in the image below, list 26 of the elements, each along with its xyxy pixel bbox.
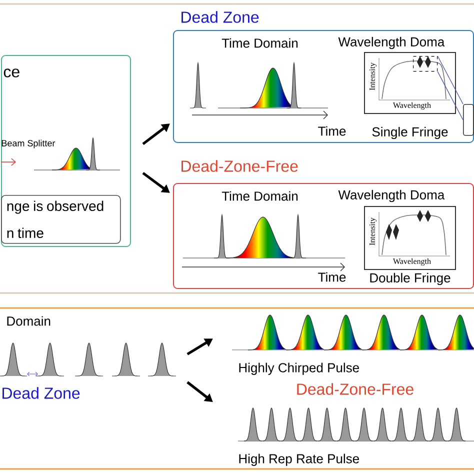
component-label: Beam Splitter xyxy=(2,140,56,148)
leader-line xyxy=(437,71,464,120)
plot-caption: Single Fringe xyxy=(372,126,448,140)
callout-box xyxy=(463,104,474,136)
axis-label: Wavelength xyxy=(393,258,431,266)
axis-label: Intensity xyxy=(370,62,377,90)
pulse-train: Highly Chirped Pulse xyxy=(239,362,359,375)
panel-heading: Dead Zone xyxy=(182,11,259,23)
section-title: Time Domain xyxy=(222,38,298,48)
panel-heading: ce xyxy=(4,68,20,78)
axis-label: Wavelength xyxy=(393,102,431,110)
axis-label: Time xyxy=(318,126,346,136)
plot-caption: Double Fringe xyxy=(370,272,450,286)
leader-line xyxy=(437,56,464,104)
axis-label: Time xyxy=(318,272,346,282)
zone-label: Dead-Zone-Free xyxy=(297,383,414,395)
section-title: Wavelength Doma xyxy=(338,36,445,50)
axis-label: Intensity xyxy=(370,218,377,246)
section-title: Wavelength Doma xyxy=(338,190,445,202)
pulse-train: High Rep Rate Pulse xyxy=(239,454,359,466)
zone-label: Dead Zone xyxy=(2,387,80,399)
zoom-frame xyxy=(413,56,438,72)
note-box: nge is observed n time xyxy=(1,195,121,244)
section-title: Time Domain xyxy=(222,191,298,201)
pulse-train: Domain xyxy=(7,316,50,326)
panel-heading: Dead-Zone-Free xyxy=(182,160,298,172)
